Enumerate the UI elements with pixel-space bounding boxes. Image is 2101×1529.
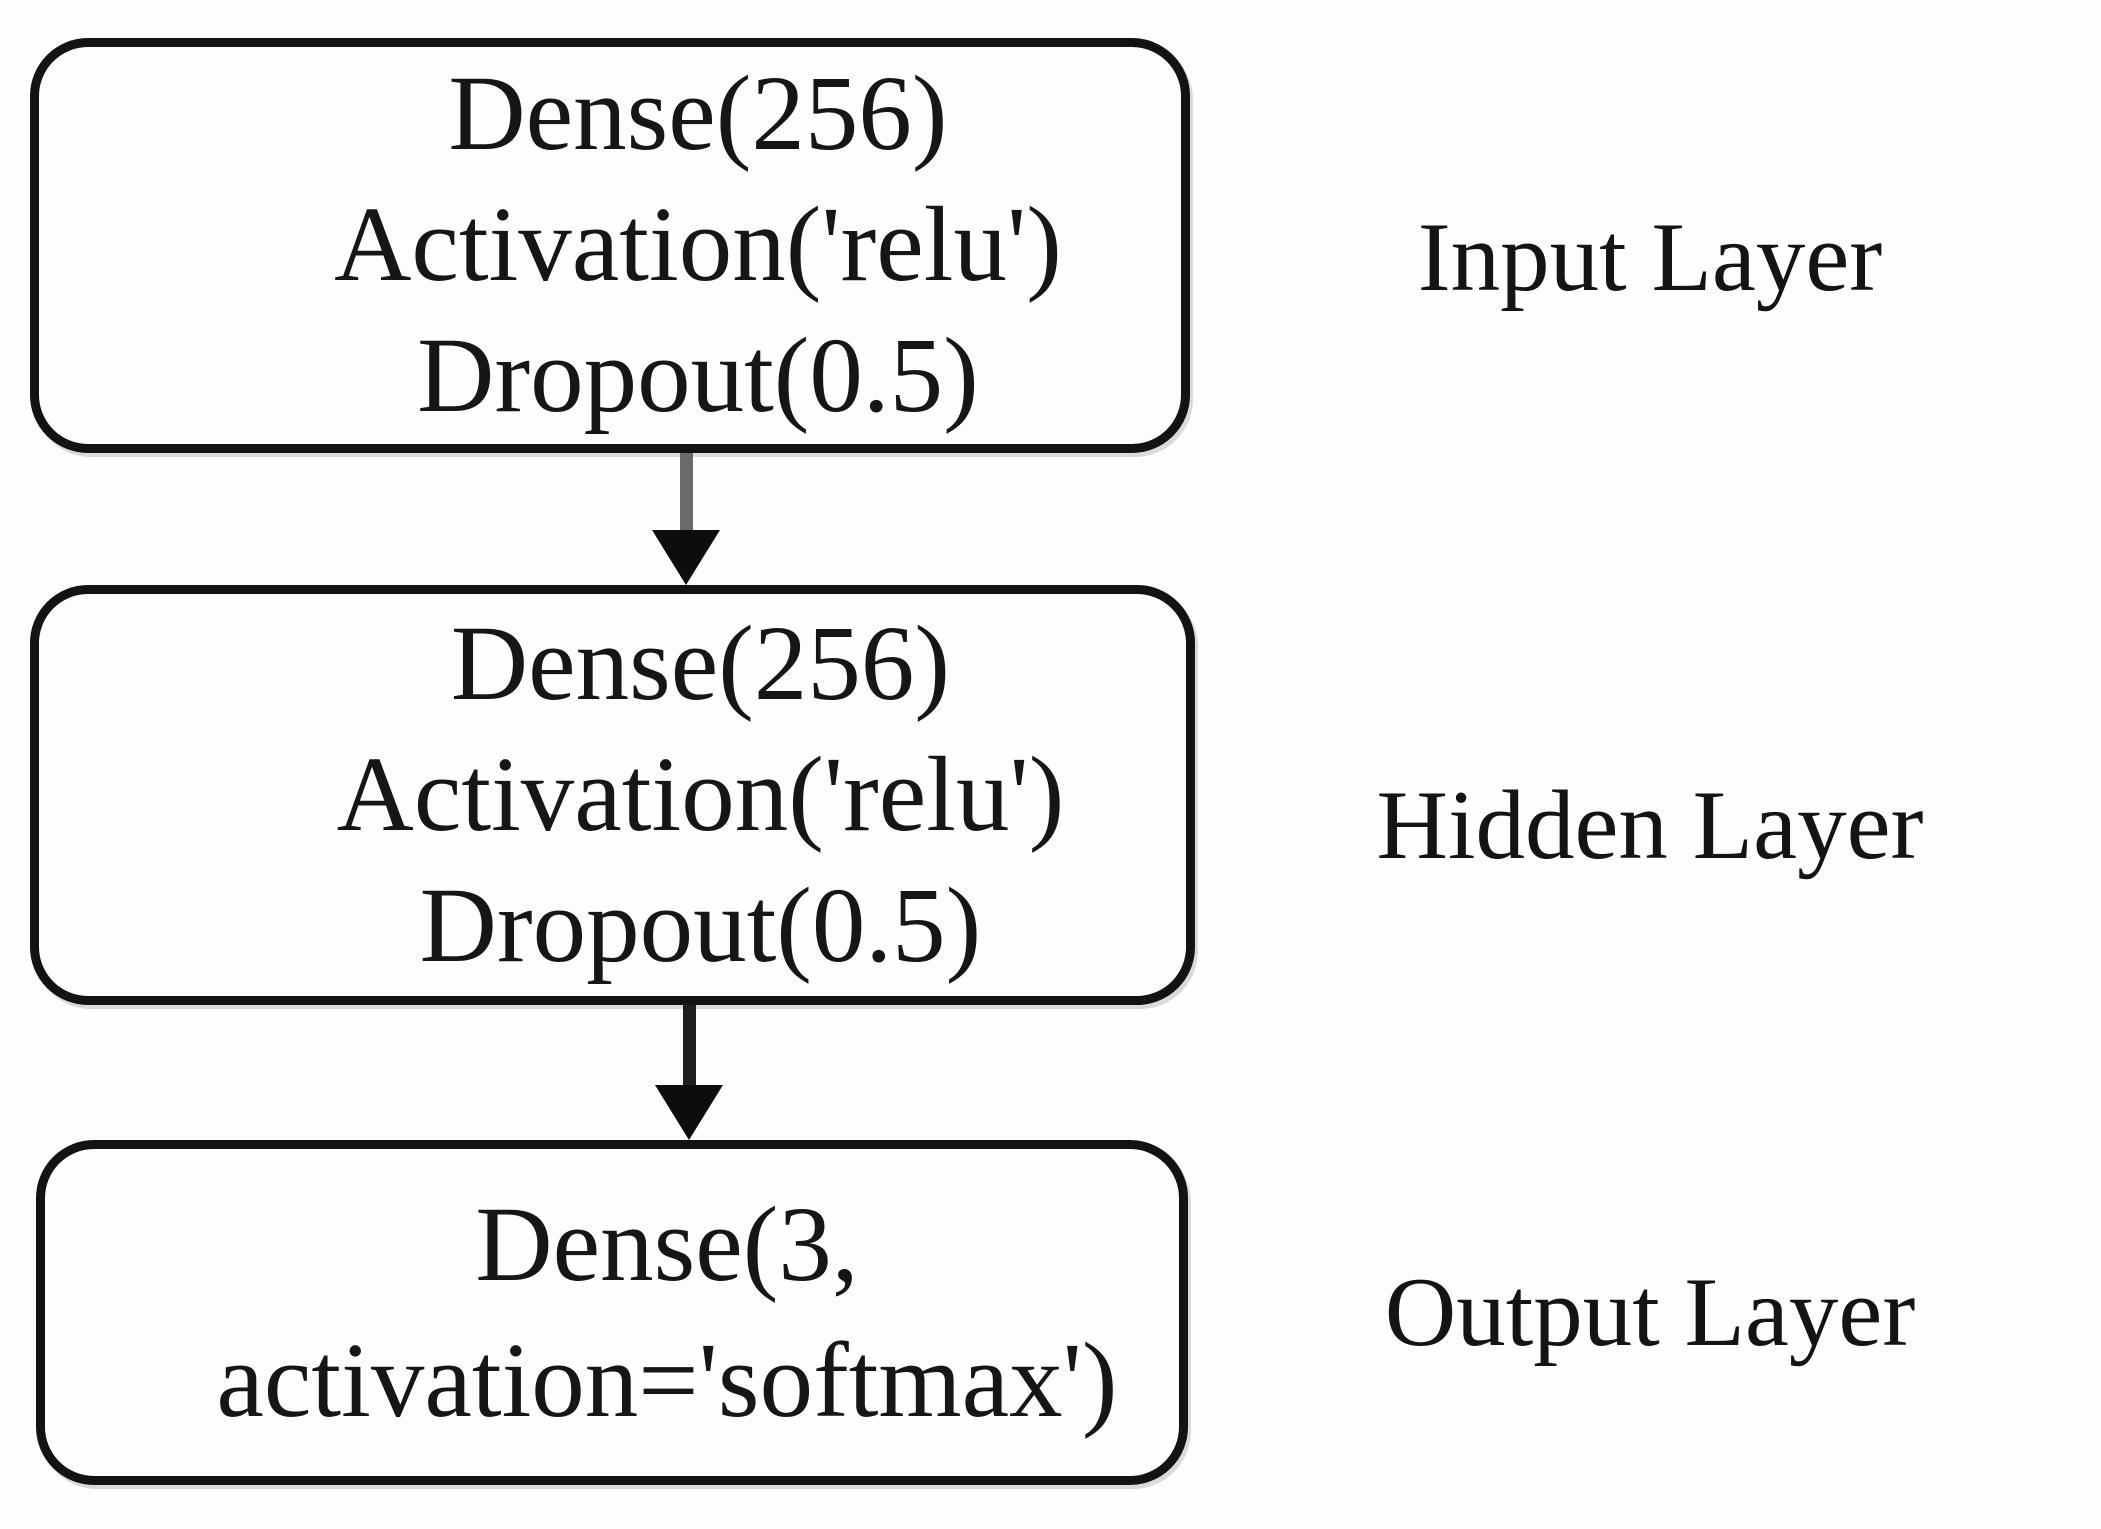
code-line-activation: activation='softmax') — [216, 1321, 1118, 1440]
code-line-dropout: Dropout(0.5) — [417, 317, 979, 435]
layer-box-input-code: Dense(256) Activation('relu') Dropout(0.… — [334, 49, 1062, 442]
layer-box-output-code: Dense(3, activation='softmax') — [216, 1177, 1117, 1449]
code-line-dropout: Dropout(0.5) — [419, 866, 982, 985]
arrow-head — [652, 530, 720, 585]
down-arrow-icon — [655, 1005, 723, 1140]
layer-box-input: Dense(256) Activation('relu') Dropout(0.… — [30, 38, 1190, 453]
label-hidden-layer: Hidden Layer — [1376, 771, 1924, 880]
layer-box-output: Dense(3, activation='softmax') — [36, 1140, 1188, 1485]
code-line-dense: Dense(3, — [475, 1185, 859, 1304]
code-line-activation: Activation('relu') — [334, 186, 1062, 304]
layer-box-hidden-code: Dense(256) Activation('relu') Dropout(0.… — [337, 599, 1065, 992]
code-line-activation: Activation('relu') — [336, 735, 1065, 854]
code-line-dense: Dense(256) — [448, 55, 948, 173]
layer-box-hidden: Dense(256) Activation('relu') Dropout(0.… — [30, 585, 1195, 1005]
arrow-stem — [682, 1005, 696, 1085]
label-input-layer: Input Layer — [1417, 203, 1883, 312]
arrow-head — [655, 1085, 723, 1140]
arrow-stem — [679, 453, 693, 530]
code-line-dense: Dense(256) — [450, 604, 951, 723]
down-arrow-icon — [652, 453, 720, 585]
label-output-layer: Output Layer — [1384, 1258, 1916, 1367]
